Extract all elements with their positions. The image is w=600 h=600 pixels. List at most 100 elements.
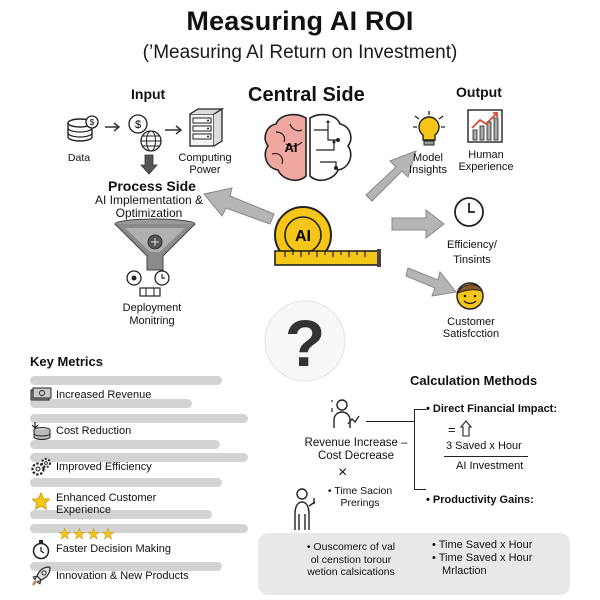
time-savings-line2: Prerings <box>340 497 380 509</box>
metric-label: Faster Decision Making <box>56 543 171 555</box>
efficiency-line1: Efficiency/ <box>447 239 497 251</box>
metric-label: Cost Reduction <box>56 425 132 437</box>
revenue-cost-line2: Cost Decrease <box>317 450 395 462</box>
arrow-to-insights-icon <box>365 150 417 202</box>
globe-icon <box>140 130 162 152</box>
fraction-line <box>444 456 528 457</box>
person-graph-icon <box>331 399 360 428</box>
metric-bar <box>30 399 192 408</box>
human-experience-line2: Experience <box>458 161 514 173</box>
lightbulb-icon <box>413 111 445 146</box>
measuring-tape-icon: AI <box>274 206 381 267</box>
stopwatch-icon <box>30 539 52 560</box>
central-heading: Central Side <box>248 84 365 106</box>
person-icon <box>294 488 316 530</box>
model-insights-label: Model Insights <box>404 152 452 176</box>
process-desc-line2: Optimization <box>115 206 183 220</box>
human-experience-label: Human Experience <box>454 149 518 173</box>
direct-impact-text: Direct Financial Impact: <box>432 403 558 415</box>
page-subtitle: (’Measuring AI Return on Investment) <box>142 42 458 63</box>
metric-bar <box>30 440 220 449</box>
revenue-cost-line1: Revenue Increase – <box>304 437 408 449</box>
metric-improved-efficiency: Improved Efficiency <box>30 456 260 478</box>
metric-label-line2: Experience <box>56 504 112 516</box>
customer-satisfaction-line2: Satisfcction <box>442 328 500 340</box>
data-label: Data <box>67 152 91 164</box>
process-heading: Process Side <box>108 178 196 194</box>
metric-bar <box>30 510 212 519</box>
metric-label: Enhanced Customer Experience <box>56 492 156 516</box>
efficiency-label: Efficiency/ Tinsints <box>442 238 502 268</box>
metric-increased-revenue: Increased Revenue <box>30 384 260 406</box>
rating-stars: ★★★★ <box>58 526 116 543</box>
metric-innovation-new-products: Innovation & New Products <box>30 565 260 587</box>
tape-ai-text: AI <box>295 228 311 245</box>
deployment-label-line2: Monitring <box>129 315 175 327</box>
metric-bar <box>30 453 248 462</box>
deployment-monitoring-icon <box>126 270 170 297</box>
funnel-icon <box>114 218 196 271</box>
metric-enhanced-customer-experience: Enhanced Customer Experience <box>30 492 260 520</box>
calc-notes-box <box>258 533 570 595</box>
brain-ai-text: AI <box>285 140 298 155</box>
arrow-right-icon <box>165 125 183 135</box>
connector-line <box>414 409 415 489</box>
time-savings-line1: • Time Sacion <box>327 485 393 497</box>
arrow-down-icon <box>140 154 158 175</box>
metric-bar <box>30 524 248 533</box>
smiley-customer-icon <box>456 282 484 310</box>
page-title: Measuring AI ROI <box>186 6 414 36</box>
formula-numerator: 3 Saved x Hour <box>446 440 522 452</box>
connector-line <box>414 409 426 410</box>
calc-notes-right-line3: Mrlaction <box>442 565 487 577</box>
deployment-label: Deployment Monitring <box>112 302 192 328</box>
computing-label: Computing Power <box>175 152 235 176</box>
metric-bar <box>30 414 248 423</box>
metric-bar <box>30 478 222 487</box>
output-heading: Output <box>456 84 502 100</box>
direct-impact-label: • Direct Financial Impact: <box>426 403 558 415</box>
connector-line <box>366 421 414 423</box>
calc-notes-right-line1: • Time Saved x Hour <box>432 539 533 551</box>
arrow-to-process-icon <box>203 187 275 225</box>
metric-cost-reduction: Cost Reduction <box>30 420 260 442</box>
metric-bar <box>30 376 222 385</box>
human-experience-line1: Human <box>468 149 504 161</box>
calc-notes-left-line1: • Ouscomerc of val <box>306 541 396 553</box>
metric-faster-decision-making: Faster Decision Making <box>30 538 260 560</box>
deployment-label-line1: Deployment <box>122 302 182 314</box>
time-savings-label: • Time Sacion Prerings <box>320 485 400 509</box>
data-icon: $ <box>67 115 99 142</box>
calc-notes-right-line2: • Time Saved x Hour <box>432 552 533 564</box>
svg-text:$: $ <box>135 119 141 131</box>
calc-notes-left-line2: ol censtion torour <box>310 553 392 566</box>
times-sign: × <box>338 464 348 481</box>
calc-heading: Calculation Methods <box>410 373 538 388</box>
metric-bar <box>30 562 222 571</box>
computing-label-line1: Computing <box>178 152 232 164</box>
formula-denominator: AI Investment <box>456 460 524 472</box>
input-heading: Input <box>131 86 166 102</box>
customer-satisfaction-label: Customer Satisfcction <box>436 316 506 340</box>
metric-label: Improved Efficiency <box>56 461 152 473</box>
productivity-text: Productivity Gains: <box>432 494 534 506</box>
svg-text:?: ? <box>285 306 325 380</box>
calc-notes-right: • Time Saved x Hour • Time Saved x Hour … <box>432 539 532 578</box>
model-insights-line1: Model <box>413 152 443 164</box>
model-insights-line2: Insights <box>409 164 447 176</box>
brain-icon: AI <box>264 113 352 182</box>
connector-line <box>414 489 426 490</box>
equals-sign: = <box>448 422 456 437</box>
metric-label: Innovation & New Products <box>56 570 189 582</box>
customer-satisfaction-line1: Customer <box>447 316 495 328</box>
gears-icon <box>30 457 52 477</box>
calc-notes-left: • Ouscomerc of val ol censtion torour we… <box>286 541 416 579</box>
efficiency-line2: Tinsints <box>453 254 491 266</box>
clock-icon <box>454 197 484 227</box>
arrow-to-customer-icon <box>405 267 457 297</box>
process-desc-line1: AI Implementation & <box>94 193 204 207</box>
rocket-icon <box>30 566 52 586</box>
calc-notes-left-line3: wetion calsications <box>307 566 395 578</box>
key-metrics-heading: Key Metrics <box>30 354 103 369</box>
process-desc: AI Implementation & Optimization <box>94 194 204 220</box>
